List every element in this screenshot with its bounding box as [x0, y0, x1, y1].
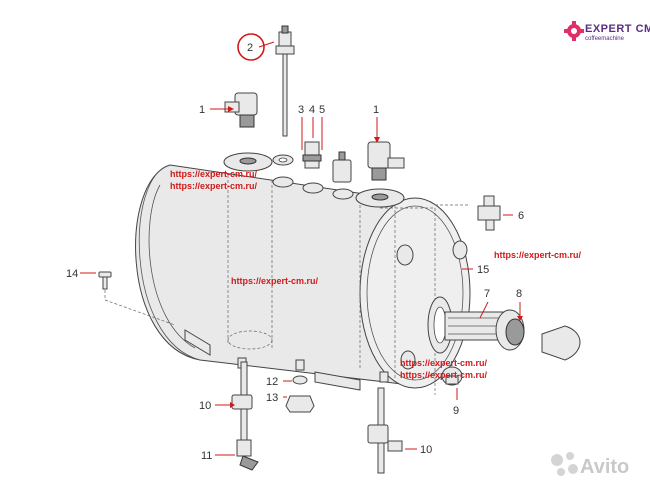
watermark-url-2: https://expert-cm.ru/ — [170, 181, 258, 191]
logo-brand: EXPERT CM — [585, 23, 650, 35]
part-valve-assembly-left — [231, 361, 259, 471]
callout-7: 7 — [484, 288, 490, 300]
callout-10-left: 10 — [199, 400, 211, 412]
callout-9: 9 — [453, 405, 459, 417]
callout-11: 11 — [201, 450, 212, 462]
callout-highlight-circle — [237, 33, 265, 61]
callout-5: 5 — [319, 104, 325, 116]
part-level-probe — [275, 25, 295, 137]
part-gasket — [272, 154, 294, 166]
watermark-url-4: https://expert-cm.ru/ — [494, 250, 582, 260]
watermark-url-3: https://expert-cm.ru/ — [231, 276, 319, 286]
expert-cm-logo: EXPERT CM coffeemachine — [564, 21, 650, 42]
watermark-url-5: https://expert-cm.ru/ — [400, 358, 488, 368]
callout-2: 2 — [247, 42, 253, 54]
avito-text: Avito — [580, 456, 629, 478]
callout-6: 6 — [518, 210, 524, 222]
part-elbow-fitting-left — [224, 92, 258, 128]
part-tee-fitting — [477, 195, 501, 231]
watermark-url-6: https://expert-cm.ru/ — [400, 370, 488, 380]
part-connector — [302, 141, 322, 169]
callout-leaders — [80, 33, 523, 456]
part-screw — [98, 271, 112, 290]
avito-dots-icon — [551, 452, 578, 476]
part-heating-element — [444, 309, 581, 361]
logo-tagline: coffeemachine — [585, 36, 625, 42]
callout-1-left: 1 — [199, 104, 205, 116]
part-pressure-switch — [332, 151, 352, 183]
watermark-url-1: https://expert-cm.ru/ — [170, 169, 258, 179]
part-washer — [292, 375, 308, 385]
avito-watermark: Avito — [551, 452, 629, 478]
callout-10-right: 10 — [420, 444, 432, 456]
part-elbow-fitting-right — [367, 141, 405, 181]
callout-3: 3 — [298, 104, 304, 116]
callout-1-right: 1 — [373, 104, 379, 116]
part-valve-assembly-right — [367, 387, 403, 474]
part-nut — [285, 395, 315, 413]
gear-icon — [564, 21, 584, 41]
callout-8: 8 — [516, 288, 522, 300]
callout-4: 4 — [309, 104, 315, 116]
callout-12: 12 — [266, 376, 278, 388]
callout-15: 15 — [477, 264, 489, 276]
callout-14: 14 — [66, 268, 78, 280]
callout-13: 13 — [266, 392, 278, 404]
part-cap — [441, 366, 463, 386]
